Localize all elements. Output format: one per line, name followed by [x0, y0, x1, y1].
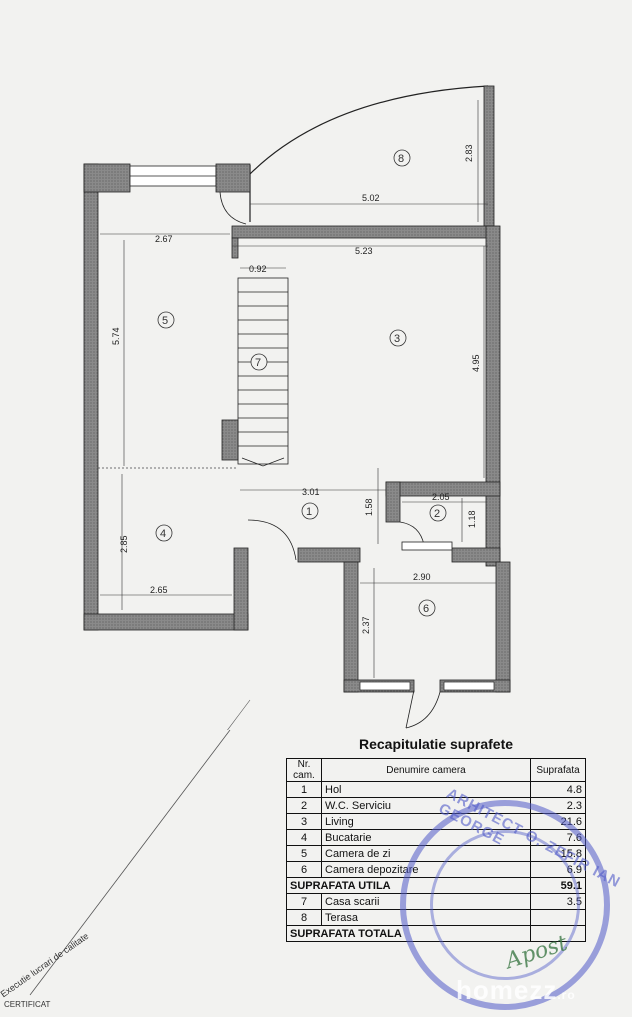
- paper-fold-line: [227, 699, 251, 730]
- architect-stamp-inner-ring: [430, 830, 580, 980]
- table-header: Nr. cam. Denumire camera Suprafata: [286, 758, 586, 782]
- room-number: 5: [162, 315, 168, 327]
- room-marker-5: 5: [157, 311, 175, 329]
- dim-label: 1.18: [467, 510, 477, 528]
- room-number: 1: [306, 506, 312, 518]
- dim-label: 5.23: [355, 246, 373, 256]
- paper-fold-line-lower: [29, 730, 231, 996]
- room-marker-6: 6: [418, 599, 436, 617]
- dimension-lines: [100, 100, 496, 678]
- terrace-outline: [249, 85, 495, 227]
- dim-label: 2.65: [150, 585, 168, 595]
- room-number: 8: [398, 153, 404, 165]
- room-number: 6: [423, 603, 429, 615]
- header-name: Denumire camera: [321, 758, 531, 782]
- dim-label: 2.90: [413, 572, 431, 582]
- cell-nr: 2: [286, 797, 322, 814]
- watermark-brand: homezz: [456, 975, 558, 1005]
- cell-nr: 5: [286, 845, 322, 862]
- room-marker-7: 7: [250, 353, 268, 371]
- cell-nr: 3: [286, 813, 322, 830]
- dim-label: 5.74: [111, 327, 121, 345]
- watermark-logo: homezz.ro: [456, 975, 576, 1006]
- storage-room-walls: [343, 561, 511, 729]
- cell-nr: 8: [286, 909, 322, 926]
- dim-label: 5.02: [362, 193, 380, 203]
- cell-nr: 6: [286, 861, 322, 878]
- cell-nr: 4: [286, 829, 322, 846]
- dim-label: 3.01: [302, 487, 320, 497]
- cell-area: 4.8: [530, 781, 586, 798]
- dim-label: 1.58: [364, 498, 374, 516]
- dim-label: 2.67: [155, 234, 173, 244]
- partitions: [98, 237, 501, 551]
- exterior-walls: [83, 163, 501, 631]
- staircase: [237, 277, 289, 467]
- cell-nr: 7: [286, 893, 322, 910]
- summary-title: Recapitulatie suprafete: [358, 736, 514, 752]
- room-marker-4: 4: [155, 524, 173, 542]
- floor-plan: 5.02 2.83 2.67 5.23 0.92 5.74 4.95 3.01 …: [83, 85, 511, 730]
- room-marker-8: 8: [393, 149, 411, 167]
- room-number: 4: [160, 528, 166, 540]
- room-marker-3: 3: [389, 329, 407, 347]
- dim-label: 4.95: [471, 354, 481, 372]
- architect-stamp: [400, 800, 610, 1010]
- corner-note-certificat: CERTIFICAT: [4, 1000, 51, 1009]
- room-number: 7: [255, 357, 261, 369]
- room-number: 2: [434, 508, 440, 520]
- header-nr: Nr. cam.: [286, 758, 322, 782]
- dim-label: 2.85: [119, 535, 129, 553]
- dim-label: 2.05: [432, 492, 450, 502]
- header-area: Suprafata: [530, 758, 586, 782]
- room-number: 3: [394, 333, 400, 345]
- cell-name: Hol: [321, 781, 531, 798]
- room-marker-2: 2: [429, 504, 447, 522]
- cell-nr: 1: [286, 781, 322, 798]
- watermark-tld: .ro: [557, 988, 576, 1002]
- room-marker-1: 1: [301, 502, 319, 520]
- table-row: 1 Hol 4.8: [286, 781, 586, 798]
- dim-label: 2.83: [464, 144, 474, 162]
- dim-label: 0.92: [249, 264, 267, 274]
- dim-label: 2.37: [361, 616, 371, 634]
